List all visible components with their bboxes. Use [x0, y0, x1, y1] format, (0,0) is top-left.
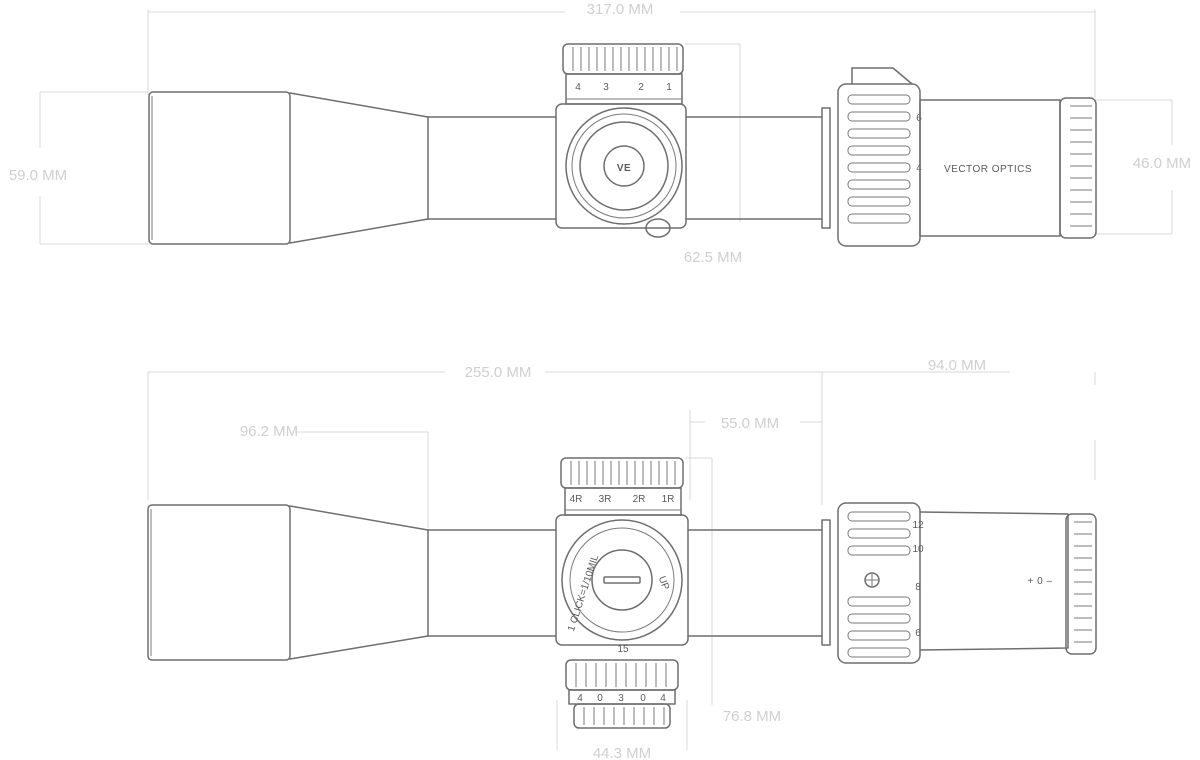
top-mag-6: 6: [916, 113, 922, 124]
dim-top-total-length: 317.0 MM: [587, 1, 654, 18]
bottom-lower-scale-4: 0: [640, 693, 646, 704]
bottom-elevation-knurl: [570, 461, 676, 485]
bottom-diopter-text: + 0 –: [1027, 576, 1052, 587]
dim-eyepiece-diameter: 46.0 MM: [1133, 155, 1191, 172]
top-mag-4: 4: [916, 163, 922, 174]
dim-turret-height-top: 62.5 MM: [684, 249, 742, 266]
top-diopter-ribs: [1070, 105, 1092, 227]
top-scale-4: 4: [575, 82, 581, 93]
bottom-power-ring-ridges: [847, 511, 911, 658]
bottom-scale-4r: 4R: [570, 494, 583, 505]
dim-bottom-total-length: 255.0 MM: [465, 364, 532, 381]
bottom-scale-1r: 1R: [662, 494, 675, 505]
bottom-lower-scale-3: 3: [618, 693, 624, 704]
top-scope-view: 4 3 2 1 VE 6 4 VECTOR OPTI: [148, 43, 1097, 247]
dim-objective-section: 96.2 MM: [240, 423, 298, 440]
top-logo: VE: [617, 163, 631, 174]
bottom-scale-3r: 3R: [599, 494, 612, 505]
top-scale-1: 1: [666, 82, 672, 93]
bottom-diopter-ribs: [1074, 521, 1092, 643]
dim-turret-height-bottom: 76.8 MM: [723, 708, 781, 725]
dimension-labels: 317.0 MM 59.0 MM 46.0 MM 62.5 MM 255.0 M…: [9, 1, 1191, 760]
bottom-mag-10: 10: [912, 544, 924, 555]
bottom-mag-8: 8: [915, 582, 921, 593]
bottom-dial-15: 15: [617, 644, 629, 655]
top-scale-3: 3: [603, 82, 609, 93]
bottom-lower-knob-knurl: [583, 707, 665, 725]
bottom-lower-turret-knurl: [575, 663, 667, 687]
bottom-lower-scale-5: 4: [660, 693, 666, 704]
top-scale-2: 2: [638, 82, 644, 93]
bottom-lower-scale-2: 0: [597, 693, 603, 704]
bottom-mag-12: 12: [912, 520, 924, 531]
bottom-dial-up-text: UP: [656, 575, 671, 592]
top-brand-text: VECTOR OPTICS: [944, 164, 1032, 175]
dim-eyepiece-section: 94.0 MM: [928, 357, 986, 374]
bottom-scale-2r: 2R: [633, 494, 646, 505]
bottom-scope-view: 4R 3R 2R 1R 1 CLICK=1/10MIL UP 15 4 0 3 …: [147, 457, 1097, 729]
top-elevation-knurl: [572, 47, 678, 71]
dim-turret-width: 44.3 MM: [593, 745, 651, 760]
dimension-lines: [39, 10, 1173, 750]
bottom-lower-scale-1: 4: [577, 693, 583, 704]
bottom-mag-6: 6: [915, 628, 921, 639]
dim-turret-offset: 55.0 MM: [721, 415, 779, 432]
top-power-ring-ridges: [847, 94, 911, 224]
dim-objective-diameter: 59.0 MM: [9, 167, 67, 184]
